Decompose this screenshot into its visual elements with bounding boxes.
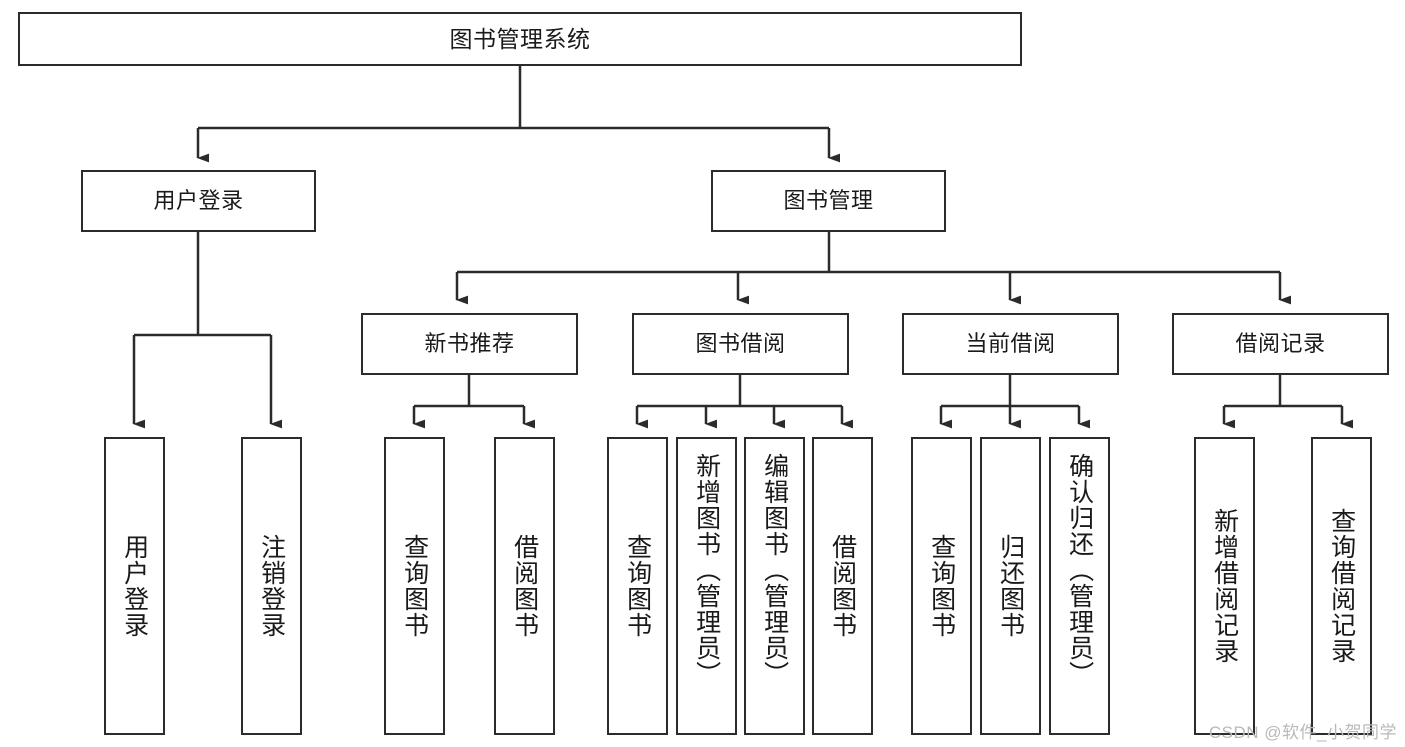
- node-label: 借阅图书: [510, 534, 539, 638]
- node-label: 当前借阅: [965, 331, 1056, 357]
- leaf-query-book-borrow[interactable]: 查询图书: [607, 437, 668, 735]
- node-label: 图书管理系统: [449, 25, 591, 52]
- node-label: 图书管理: [783, 188, 874, 214]
- leaf-query-book-current[interactable]: 查询图书: [911, 437, 972, 735]
- node-label: 图书借阅: [695, 331, 786, 357]
- leaf-add-borrow-record[interactable]: 新增借阅记录: [1194, 437, 1255, 735]
- node-label: 借阅记录: [1235, 331, 1326, 357]
- node-borrow-record[interactable]: 借阅记录: [1172, 313, 1389, 375]
- leaf-add-book[interactable]: 新增图书（管理员）: [676, 437, 737, 735]
- node-user-login[interactable]: 用户登录: [81, 170, 316, 232]
- node-book-management[interactable]: 图书管理: [711, 170, 946, 232]
- leaf-confirm-return[interactable]: 确认归还（管理员）: [1049, 437, 1110, 735]
- node-label: 用户登录: [120, 534, 149, 638]
- leaf-user-login[interactable]: 用户登录: [104, 437, 165, 735]
- node-label: 新增借阅记录: [1210, 508, 1239, 664]
- leaf-query-book-recommend[interactable]: 查询图书: [384, 437, 445, 735]
- node-label: 新增图书（管理员）: [692, 453, 721, 687]
- node-label: 确认归还（管理员）: [1065, 453, 1094, 687]
- node-label: 借阅图书: [828, 534, 857, 638]
- leaf-edit-book[interactable]: 编辑图书（管理员）: [744, 437, 805, 735]
- node-label: 查询借阅记录: [1327, 508, 1356, 664]
- node-label: 查询图书: [927, 534, 956, 638]
- node-label: 用户登录: [153, 188, 244, 214]
- node-label: 编辑图书（管理员）: [760, 453, 789, 687]
- leaf-borrow-book[interactable]: 借阅图书: [812, 437, 873, 735]
- node-label: 新书推荐: [424, 331, 515, 357]
- leaf-query-borrow-record[interactable]: 查询借阅记录: [1311, 437, 1372, 735]
- node-label: 归还图书: [996, 534, 1025, 638]
- node-book-borrow[interactable]: 图书借阅: [632, 313, 849, 375]
- node-current-borrow[interactable]: 当前借阅: [902, 313, 1119, 375]
- node-root-system[interactable]: 图书管理系统: [18, 12, 1022, 66]
- node-label: 查询图书: [623, 534, 652, 638]
- leaf-return-book[interactable]: 归还图书: [980, 437, 1041, 735]
- node-label: 查询图书: [400, 534, 429, 638]
- node-label: 注销登录: [257, 534, 286, 638]
- node-new-book-recommend[interactable]: 新书推荐: [361, 313, 578, 375]
- csdn-watermark: CSDN @软件_小贺同学: [1208, 723, 1397, 742]
- leaf-logout-login[interactable]: 注销登录: [241, 437, 302, 735]
- leaf-borrow-book-recommend[interactable]: 借阅图书: [494, 437, 555, 735]
